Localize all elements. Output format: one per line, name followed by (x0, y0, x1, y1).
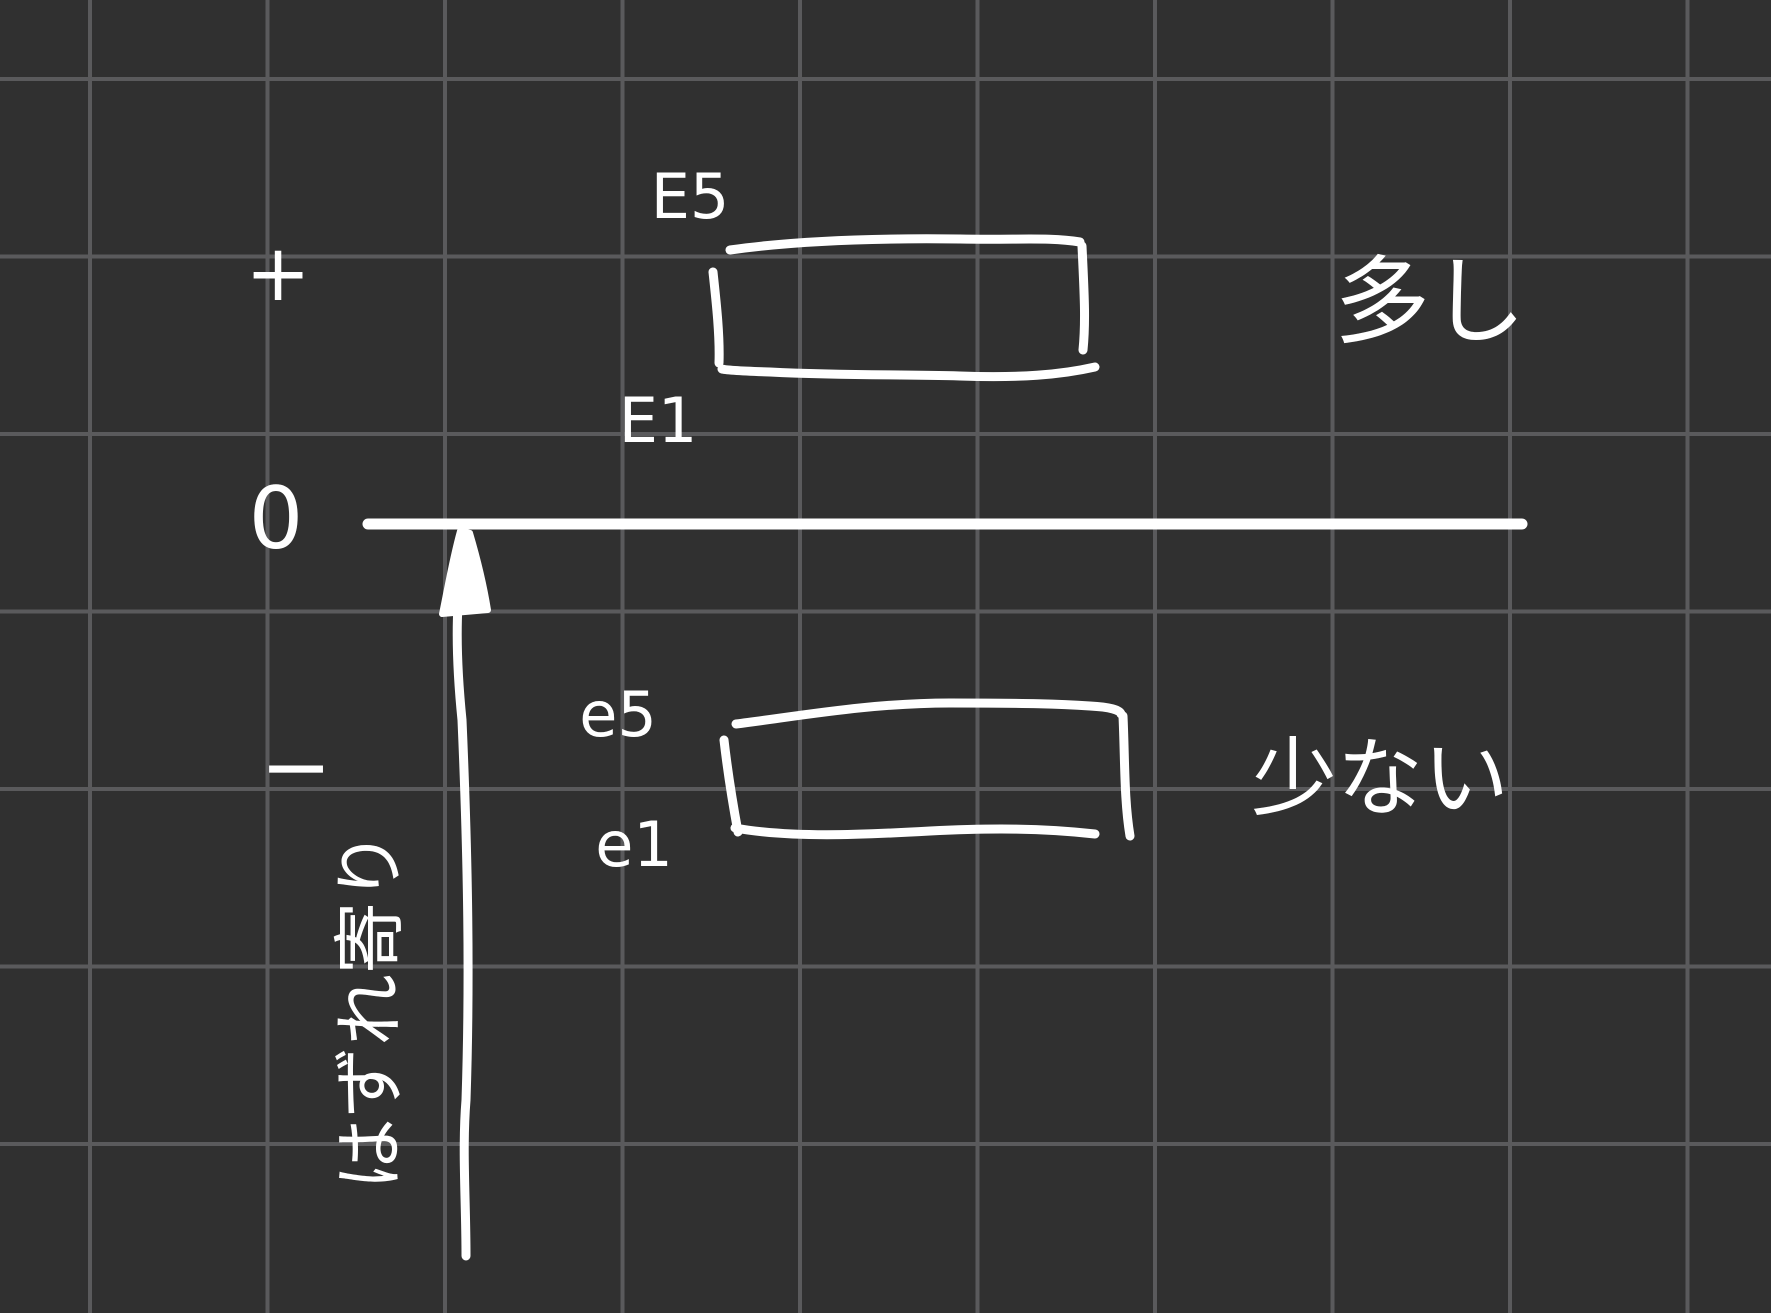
lower-box-side-label: 少ない (1251, 729, 1509, 829)
upward-arrow-shaft (452, 600, 473, 1261)
upward-arrow-head-icon (439, 528, 491, 617)
zero-label: 0 (249, 469, 304, 569)
upper-box (708, 234, 1100, 382)
arrow-caption-vertical: はずれ寄り (328, 830, 412, 1190)
lower-box (719, 698, 1135, 841)
lower-box-bottom-label: e1 (595, 808, 673, 881)
plus-sign-label: + (245, 229, 310, 319)
lower-box-top-label: e5 (579, 678, 657, 751)
upper-box-side-label: 多し (1334, 246, 1526, 358)
minus-sign-label: − (260, 717, 332, 817)
upper-box-bottom-label: E1 (619, 384, 698, 457)
upper-box-top-label: E5 (651, 160, 730, 233)
